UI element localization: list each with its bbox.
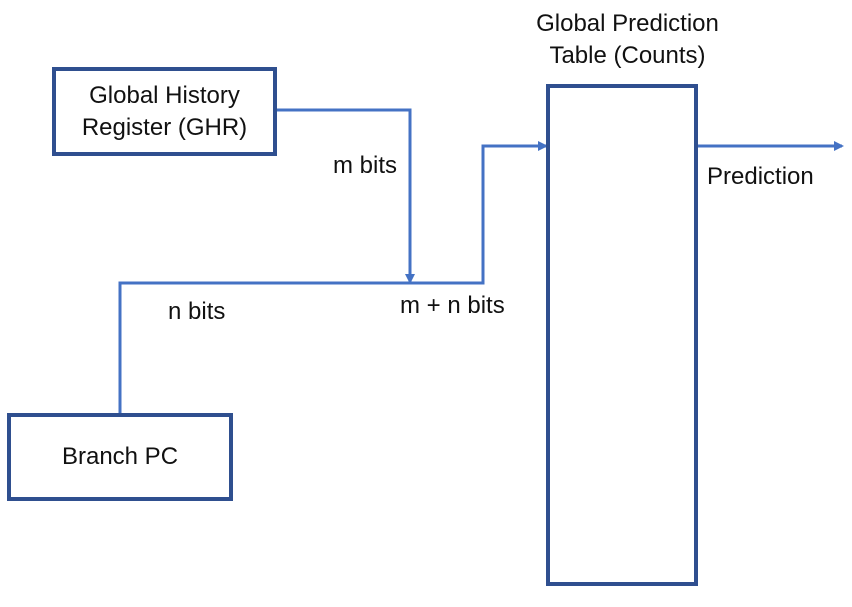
- prediction-table-title-line-2: Table (Counts): [549, 42, 706, 69]
- global-prediction-table-box: [546, 84, 698, 586]
- global-history-register-box: Global History Register (GHR): [52, 67, 277, 156]
- prediction-table-title-line-1: Global Prediction: [536, 10, 719, 37]
- merge-to-table-arrow: [410, 141, 548, 285]
- m-plus-n-bits-label: m + n bits: [400, 292, 505, 319]
- prediction-label: Prediction: [707, 163, 814, 190]
- m-bits-label: m bits: [333, 152, 398, 179]
- prediction-table-title: Global Prediction Table (Counts): [510, 8, 745, 72]
- branch-pc-box: Branch PC: [7, 413, 233, 501]
- ghr-to-merge-arrow: [277, 108, 415, 284]
- pc-to-merge-line: [118, 281, 410, 413]
- ghr-label-line-1: Global History: [89, 81, 240, 109]
- branch-pc-label: Branch PC: [61, 443, 179, 470]
- n-bits-label: n bits: [168, 298, 226, 325]
- ghr-label-line-2: Register (GHR): [81, 113, 248, 141]
